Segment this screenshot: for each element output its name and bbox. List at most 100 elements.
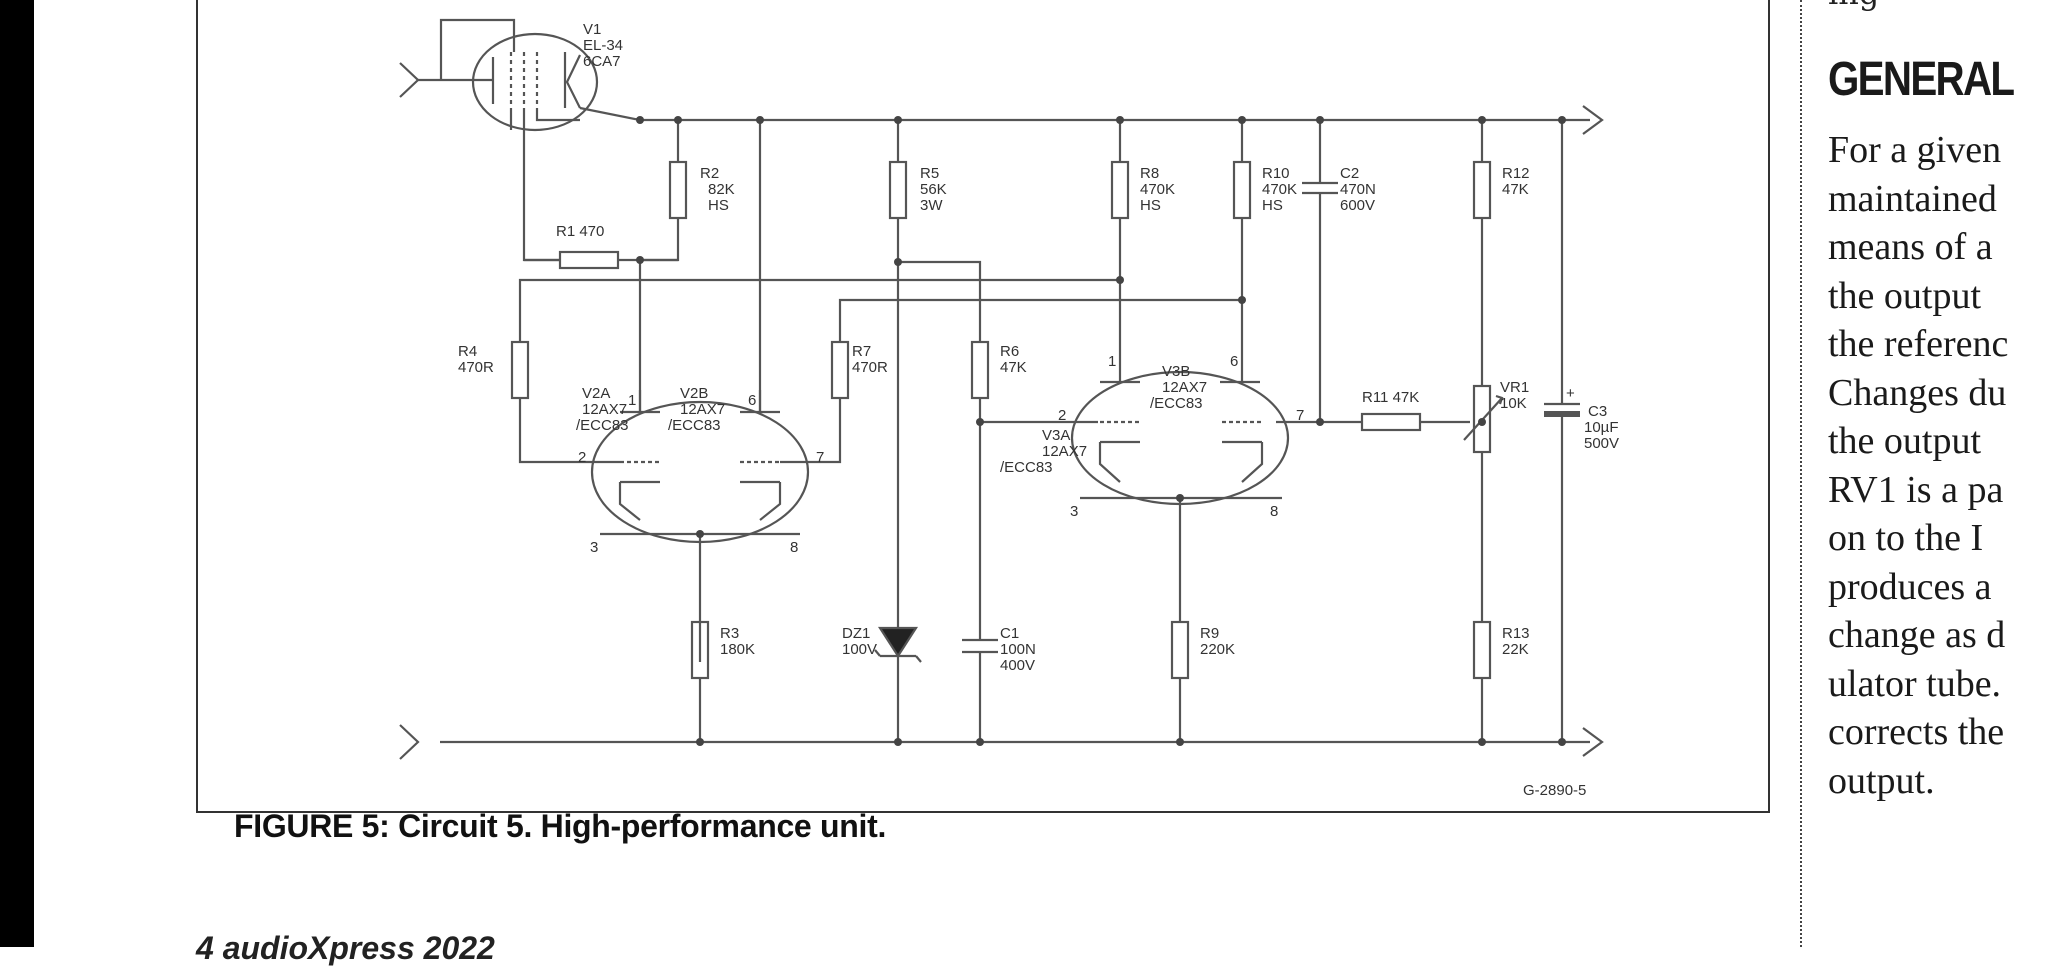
- left-page-edge: [0, 0, 34, 947]
- dz1-value: 100V: [842, 641, 877, 658]
- figure-caption: FIGURE 5: Circuit 5. High-performance un…: [234, 808, 887, 844]
- article-line: output.: [1828, 759, 1935, 802]
- c1-value: 100N: [1000, 641, 1036, 658]
- r9-value: 220K: [1200, 641, 1235, 658]
- junctions: [636, 116, 1566, 746]
- c1-label: C1: [1000, 625, 1019, 642]
- pin-numbers: 1 2 3 6 7 8 1 2 3 6 7 8: [578, 353, 1304, 556]
- pin-v3a-anode: 1: [1108, 353, 1116, 370]
- pin-v3a-grid: 2: [1058, 407, 1066, 424]
- article-line: Changes du: [1828, 371, 2007, 414]
- r7-value: 470R: [852, 359, 888, 376]
- vr1-value: 10K: [1500, 395, 1527, 412]
- v3b-alt: /ECC83: [1150, 395, 1203, 412]
- article-line: ulator tube.: [1828, 662, 2002, 705]
- article-line: change as d: [1828, 614, 2006, 656]
- article-line: maintained: [1828, 177, 1997, 220]
- vr1-label: VR1: [1500, 379, 1529, 396]
- c2-value: 470N: [1340, 181, 1376, 198]
- v1-alt: 6CA7: [583, 53, 621, 70]
- r8-type: HS: [1140, 197, 1161, 214]
- r12-label: R12: [1502, 165, 1530, 182]
- pin-v3b-anode: 6: [1230, 353, 1238, 370]
- r2-type: HS: [708, 197, 729, 214]
- article-top-fragment: ing: [1828, 0, 1879, 12]
- v2a-label: V2A: [582, 385, 610, 402]
- article-line: on to the I: [1828, 517, 1984, 559]
- figure-id: G-2890-5: [1523, 782, 1587, 799]
- article-line: the referenc: [1828, 323, 2009, 365]
- c2-label: C2: [1340, 165, 1359, 182]
- r4-label: R4: [458, 343, 477, 360]
- input-arrow-bottom: [399, 724, 420, 760]
- r10-type: HS: [1262, 197, 1283, 214]
- v3b-label: V3B: [1162, 363, 1190, 380]
- pin-v2b-cathode: 8: [790, 539, 798, 556]
- pin-v3b-grid: 7: [1296, 407, 1304, 424]
- v1-label: V1: [583, 21, 601, 38]
- c3-polarity: +: [1566, 385, 1575, 402]
- article-body: For a given maintained means of a the ou…: [1828, 126, 2048, 805]
- c2-voltage: 600V: [1340, 197, 1375, 214]
- pin-v2b-grid: 7: [816, 449, 824, 466]
- r7-label: R7: [852, 343, 871, 360]
- r8-value: 470K: [1140, 181, 1175, 198]
- r1-label: R1 470: [556, 223, 604, 240]
- dz1-label: DZ1: [842, 625, 870, 642]
- article-line: means of a: [1828, 226, 1993, 268]
- article-line: produces a: [1828, 565, 1992, 608]
- article-line: RV1 is a pa: [1828, 468, 2004, 511]
- r2-value: 82K: [708, 181, 735, 198]
- r5-value: 56K: [920, 181, 947, 198]
- pin-v2b-anode: 6: [748, 392, 756, 409]
- pin-v2a-grid: 2: [578, 449, 586, 466]
- r13-label: R13: [1502, 625, 1530, 642]
- v3a-label: V3A: [1042, 427, 1070, 444]
- v2b-alt: /ECC83: [668, 417, 721, 434]
- figure-frame: [196, 0, 1770, 813]
- article-line: the output: [1828, 274, 1982, 317]
- v2a-type: 12AX7: [582, 401, 627, 418]
- r2-label: R2: [700, 165, 719, 182]
- input-arrow-top: [399, 62, 420, 98]
- r13-value: 22K: [1502, 641, 1529, 658]
- v2b-label: V2B: [680, 385, 708, 402]
- v3b-type: 12AX7: [1162, 379, 1207, 396]
- output-arrow-top: [1582, 105, 1604, 135]
- v2b-type: 12AX7: [680, 401, 725, 418]
- r8-label: R8: [1140, 165, 1159, 182]
- c3-label: C3: [1588, 403, 1607, 420]
- article-line: corrects the: [1828, 711, 2005, 753]
- pin-v2a-anode: 1: [628, 392, 636, 409]
- c3-value: 10µF: [1584, 419, 1619, 436]
- v3a-alt: /ECC83: [1000, 459, 1053, 476]
- pin-v2a-cathode: 3: [590, 539, 598, 556]
- r10-label: R10: [1262, 165, 1290, 182]
- c1-voltage: 400V: [1000, 657, 1035, 674]
- r6-label: R6: [1000, 343, 1019, 360]
- article-line: the output: [1828, 420, 1982, 462]
- page-footer: 4 audioXpress 2022: [196, 930, 495, 966]
- v1-type: EL-34: [583, 37, 623, 54]
- pin-v3b-cathode: 8: [1270, 503, 1278, 520]
- pin-v3a-cathode: 3: [1070, 503, 1078, 520]
